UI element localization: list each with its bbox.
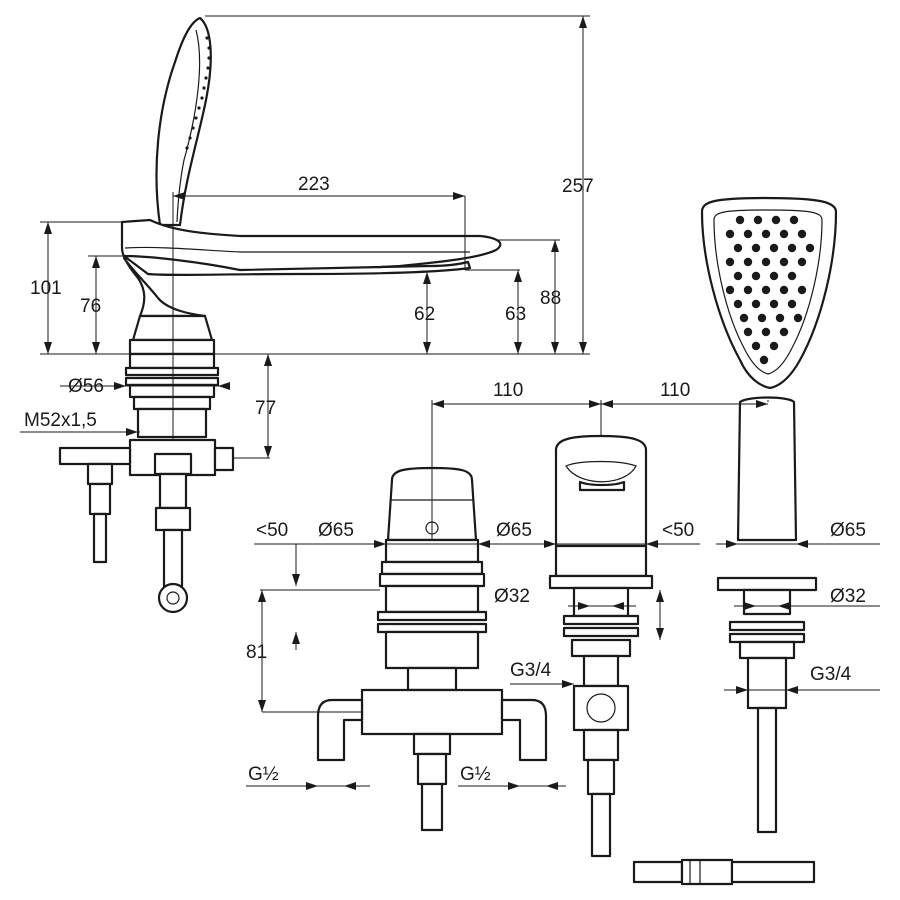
nozzle-dot bbox=[751, 243, 761, 253]
spout-dimension-lines bbox=[20, 15, 590, 459]
dim-77-label: 77 bbox=[255, 398, 276, 419]
g34-right-label: G3/4 bbox=[810, 664, 852, 685]
nozzle-dot bbox=[743, 285, 753, 295]
nozzle-dot bbox=[797, 257, 807, 267]
nozzle-dot bbox=[761, 229, 771, 239]
nozzle-dot bbox=[779, 285, 789, 295]
hand-shower-head bbox=[700, 196, 838, 390]
dim-56-label: Ø56 bbox=[68, 376, 104, 397]
nozzle-dot bbox=[769, 341, 779, 351]
dim-32-right-label: Ø32 bbox=[830, 586, 866, 607]
nozzle-dot bbox=[797, 285, 807, 295]
dim-63-label: 63 bbox=[505, 304, 526, 325]
nozzle-dot bbox=[769, 271, 779, 281]
nozzle-dot bbox=[775, 313, 785, 323]
g12-right-label: G½ bbox=[460, 764, 491, 785]
hand-shower-grip bbox=[736, 396, 798, 542]
spout-side-view bbox=[58, 16, 502, 614]
nozzle-dot bbox=[725, 229, 735, 239]
lower-dimension-lines bbox=[246, 400, 880, 790]
nozzle-dot bbox=[757, 313, 767, 323]
shower-nozzle-dots-side bbox=[185, 36, 211, 150]
valve-handle-view bbox=[548, 434, 654, 858]
nozzle-dot bbox=[797, 229, 807, 239]
mixer-cross-body bbox=[360, 688, 504, 736]
nozzle-dot bbox=[733, 299, 743, 309]
nozzle-dot bbox=[761, 327, 771, 337]
nozzle-dot bbox=[751, 341, 761, 351]
nozzle-dot bbox=[743, 257, 753, 267]
nozzle-dot bbox=[779, 327, 789, 337]
nozzle-dot bbox=[769, 243, 779, 253]
nozzle-dot bbox=[759, 355, 769, 365]
nozzle-dot bbox=[805, 243, 815, 253]
dim-110-right-label: 110 bbox=[660, 380, 690, 401]
dim-88-label: 88 bbox=[540, 288, 561, 309]
dim-65-left-label: Ø65 bbox=[318, 520, 354, 541]
nozzle-dot bbox=[761, 257, 771, 267]
valve-connector bbox=[572, 684, 630, 732]
nozzle-dot bbox=[725, 285, 735, 295]
nozzle-dot bbox=[751, 271, 761, 281]
nozzle-dot bbox=[751, 299, 761, 309]
spout-base bbox=[128, 338, 216, 356]
dim-65-right-label: Ø65 bbox=[830, 520, 866, 541]
dim-65-mid-label: Ø65 bbox=[496, 520, 532, 541]
nozzle-dot bbox=[733, 243, 743, 253]
nozzle-dot bbox=[779, 257, 789, 267]
dim-32-mid-label: Ø32 bbox=[494, 586, 530, 607]
dim-62-label: 62 bbox=[414, 304, 435, 325]
nozzle-dot bbox=[793, 313, 803, 323]
dim-lt50-right-label: <50 bbox=[662, 520, 694, 541]
nozzle-dot bbox=[743, 229, 753, 239]
dim-223-label: 223 bbox=[298, 174, 330, 195]
nozzle-dot bbox=[753, 215, 763, 225]
nozzle-dot bbox=[725, 257, 735, 267]
dim-81-label: 81 bbox=[246, 642, 267, 663]
nozzle-dot bbox=[771, 215, 781, 225]
hose-segment bbox=[632, 860, 684, 884]
g34-mid-label: G3/4 bbox=[510, 660, 552, 681]
hand-shower-front-view bbox=[632, 196, 838, 886]
lower-labels: 110 110 <50 Ø65 Ø65 <50 Ø65 Ø32 Ø32 81 G… bbox=[246, 380, 866, 785]
nozzle-dot bbox=[733, 271, 743, 281]
hand-shower-side bbox=[155, 16, 212, 227]
nozzle-dot bbox=[761, 285, 771, 295]
dim-76-label: 76 bbox=[80, 296, 101, 317]
nozzle-dot bbox=[779, 229, 789, 239]
nozzle-dot bbox=[787, 299, 797, 309]
dim-lt50-left-label: <50 bbox=[256, 520, 288, 541]
thread-label: M52x1,5 bbox=[24, 410, 97, 431]
nozzle-dot bbox=[787, 271, 797, 281]
spout-labels: 223 257 101 76 62 63 88 Ø56 M52x1,5 77 bbox=[24, 174, 594, 431]
nozzle-dot bbox=[743, 327, 753, 337]
nozzle-dot bbox=[739, 313, 749, 323]
dim-257-label: 257 bbox=[562, 176, 594, 197]
spout-lower-shell bbox=[122, 254, 472, 276]
g12-left-label: G½ bbox=[248, 764, 279, 785]
dim-101-label: 101 bbox=[30, 278, 62, 299]
nozzle-dot bbox=[735, 215, 745, 225]
nozzle-dot bbox=[769, 299, 779, 309]
dim-110-left-label: 110 bbox=[493, 380, 523, 401]
nozzle-dot bbox=[787, 243, 797, 253]
shower-nozzle-dots bbox=[725, 215, 815, 365]
nozzle-dot bbox=[789, 215, 799, 225]
